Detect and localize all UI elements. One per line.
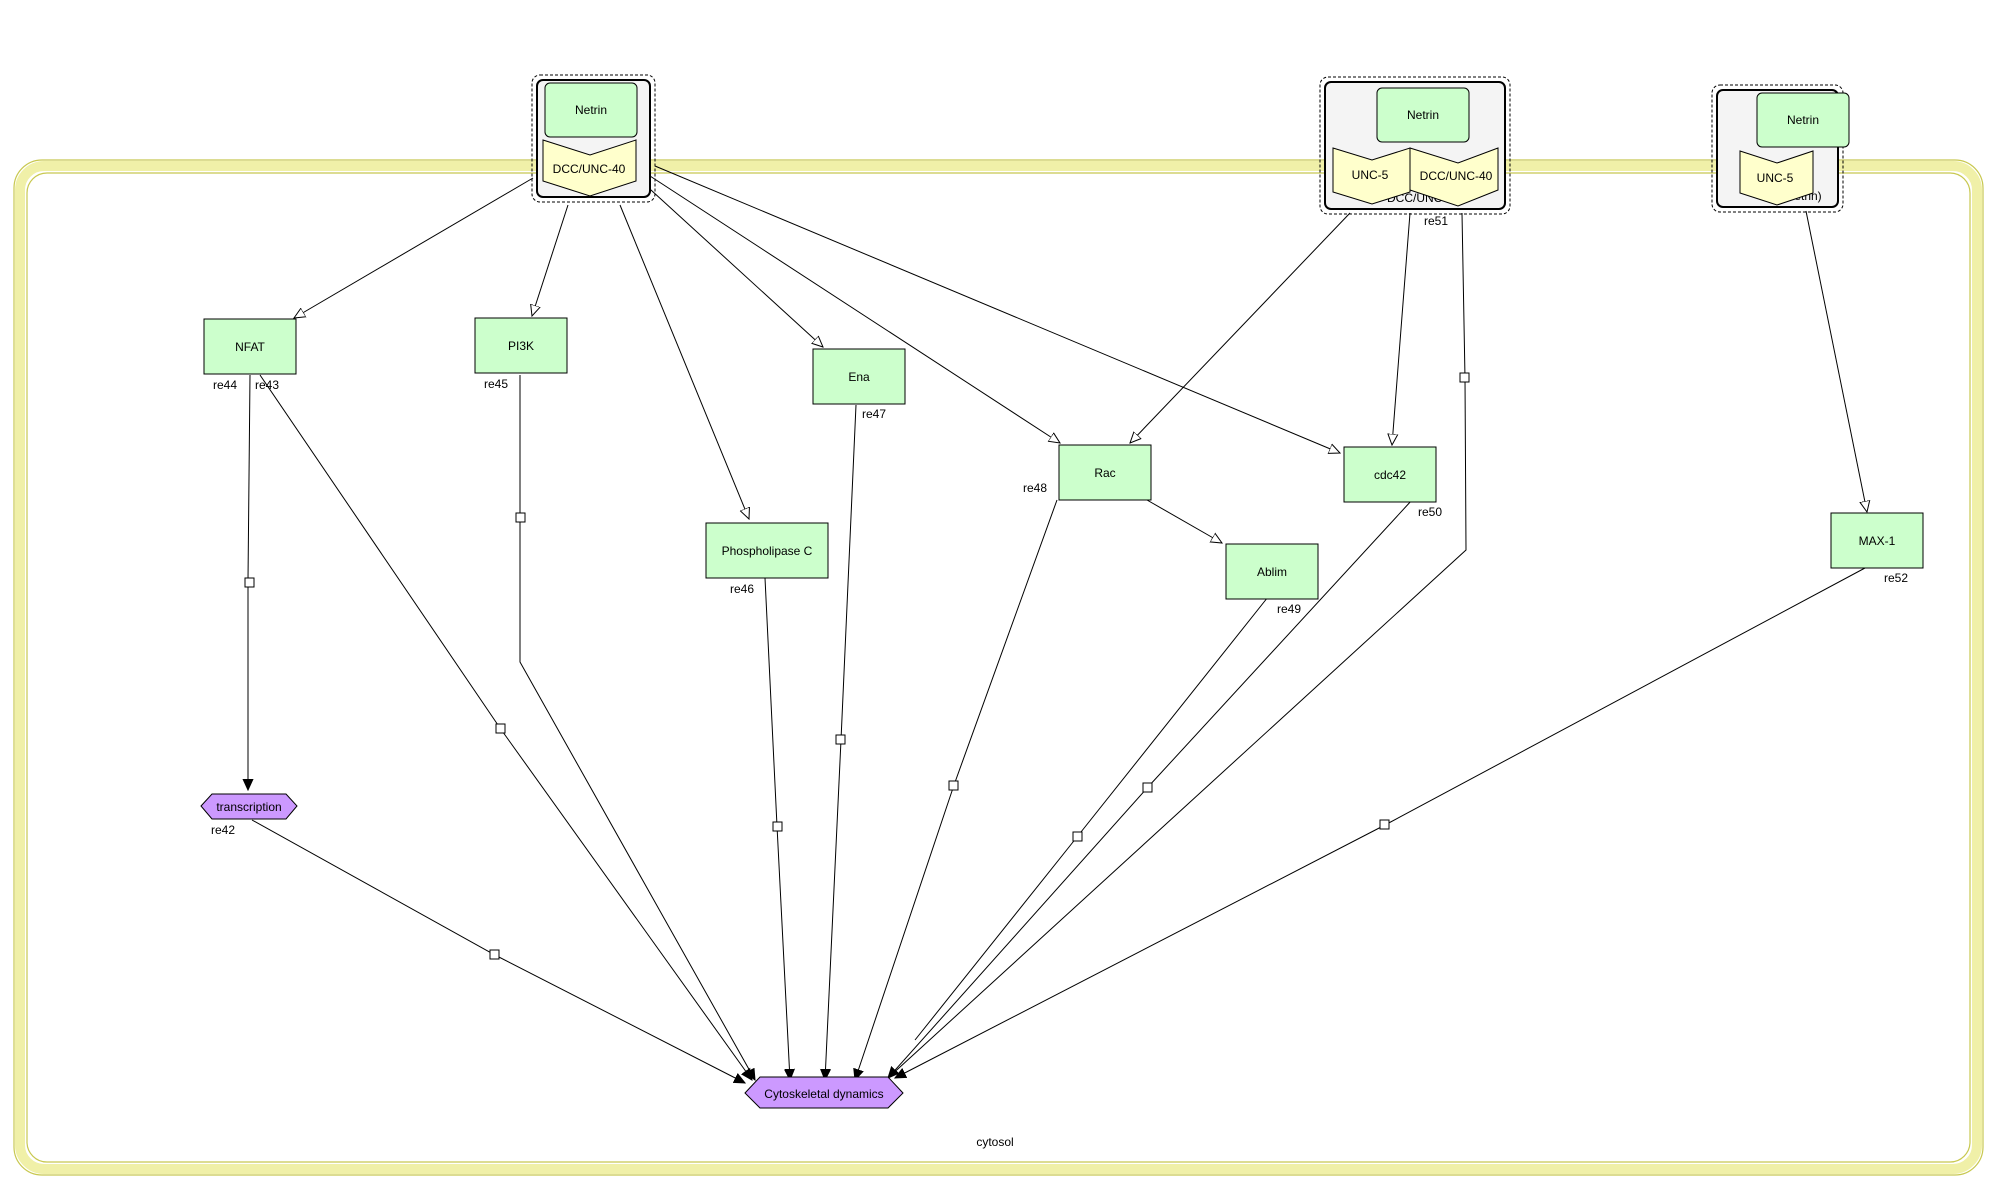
protein-phospholipase-c[interactable]: Phospholipase C — [705, 522, 829, 579]
netrin-label-2: Netrin — [1407, 108, 1439, 122]
reaction-label-re43: re43 — [255, 378, 279, 392]
edge-c1-pi3k — [532, 204, 569, 316]
edge-c1-plc — [619, 204, 749, 519]
protein-cdc42[interactable]: cdc42 — [1343, 446, 1437, 503]
unc5-label-3: UNC-5 — [1757, 171, 1794, 185]
cytosol-compartment: cytosol — [13, 159, 1984, 1176]
netrin-node-1[interactable] — [544, 82, 638, 138]
reaction-label-re46: re46 — [730, 582, 754, 596]
protein-ablim-label: Ablim — [1257, 565, 1287, 579]
complex-netrin-unc5[interactable]: etrin) Netrin UNC-5 — [1711, 84, 1850, 213]
protein-max1-label: MAX-1 — [1859, 534, 1896, 548]
reaction-label-re44: re44 — [213, 378, 237, 392]
reaction-label-re49: re49 — [1277, 602, 1301, 616]
complex-netrin-unc5-dcc[interactable]: re DCC/UNC-4 Netrin UNC-5 DCC/UNC-40 — [1319, 76, 1511, 215]
edge-c2-cyto — [887, 212, 1467, 1079]
protein-max1[interactable]: MAX-1 — [1830, 512, 1924, 569]
edge-ablim-cyto — [914, 596, 1269, 1041]
protein-nfat[interactable]: NFAT — [203, 318, 297, 375]
reaction-label-re47: re47 — [862, 407, 886, 421]
edge-nfat-cyto — [259, 374, 752, 1080]
phenotype-transcription-label: transcription — [216, 800, 281, 814]
netrin-node-3[interactable] — [1756, 92, 1850, 148]
dcc-unc40-node-1[interactable] — [542, 139, 637, 197]
phenotype-cytoskeletal-dynamics-label: Cytoskeletal dynamics — [764, 1087, 883, 1101]
unc5-node-3[interactable] — [1739, 150, 1814, 206]
protein-pi3k-label: PI3K — [508, 339, 534, 353]
dcc-unc40-node-2[interactable] — [1409, 147, 1499, 207]
unc5-node-2[interactable] — [1332, 147, 1411, 205]
reaction-label-re45: re45 — [484, 377, 508, 391]
edge-rac-ablim — [1146, 499, 1222, 543]
dcc-unc40-label-1: DCC/UNC-40 — [553, 162, 626, 176]
reaction-label-re48: re48 — [1023, 481, 1047, 495]
phenotype-cytoskeletal-dynamics[interactable]: Cytoskeletal dynamics — [744, 1076, 904, 1109]
edge-c1-ena — [639, 179, 823, 347]
edge-pi3k-cyto — [519, 375, 755, 1080]
reaction-label-re50: re50 — [1418, 505, 1442, 519]
edges — [244, 165, 1867, 1083]
netrin-node-2[interactable] — [1376, 87, 1470, 143]
protein-phospholipase-c-label: Phospholipase C — [722, 544, 813, 558]
protein-rac-label: Rac — [1094, 466, 1115, 480]
protein-ena[interactable]: Ena — [812, 348, 906, 405]
complex-2-reaction-label: re51 — [1424, 214, 1448, 228]
edge-c3-max1 — [1805, 210, 1867, 512]
reaction-label-re42: re42 — [211, 823, 235, 837]
cytosol-label: cytosol — [976, 1135, 1013, 1149]
edge-c1-nfat — [294, 177, 534, 318]
protein-ena-label: Ena — [848, 370, 870, 384]
complex-netrin-dcc[interactable]: Netrin DCC/UNC-40 — [531, 74, 656, 203]
protein-rac[interactable]: Rac — [1058, 444, 1152, 501]
edge-c2-cdc42 — [1392, 212, 1411, 445]
reaction-labels: re44 re43 re45 re47 re46 re48 re49 re50 … — [211, 377, 1908, 837]
protein-ablim[interactable]: Ablim — [1225, 543, 1319, 600]
edge-c1-rac — [649, 175, 1060, 443]
unc5-label-2: UNC-5 — [1352, 168, 1389, 182]
dcc-unc40-label-2: DCC/UNC-40 — [1420, 169, 1493, 183]
netrin-label-3: Netrin — [1787, 113, 1819, 127]
protein-pi3k[interactable]: PI3K — [474, 317, 568, 374]
edge-c2-rac — [1130, 212, 1351, 443]
edge-c1-cdc42 — [654, 165, 1340, 453]
protein-nfat-label: NFAT — [235, 340, 265, 354]
reaction-label-re52: re52 — [1884, 571, 1908, 585]
phenotype-transcription[interactable]: transcription — [200, 793, 298, 820]
protein-cdc42-label: cdc42 — [1374, 468, 1406, 482]
reaction-markers — [244, 372, 1470, 960]
netrin-label-1: Netrin — [575, 103, 607, 117]
